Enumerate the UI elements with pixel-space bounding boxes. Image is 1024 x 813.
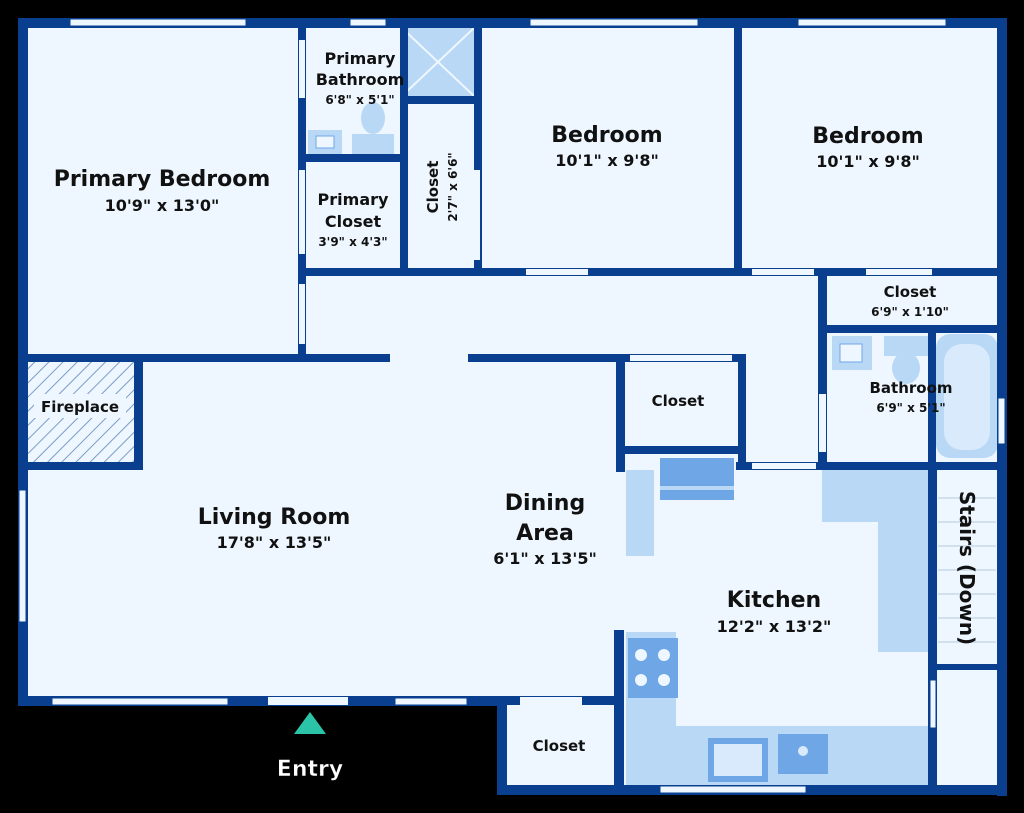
- room-fireplace: Fireplace: [34, 394, 126, 418]
- kitchen-counter-right: [822, 470, 930, 652]
- bath-toilet-bowl: [892, 352, 920, 384]
- room-kitchen: Kitchen 12'2" x 13'2": [717, 588, 832, 636]
- kitchen-counter-left: [626, 470, 654, 556]
- bath-toilet-tank: [884, 336, 928, 356]
- windows: [18, 18, 1006, 794]
- fixtures: [308, 27, 998, 785]
- toilet-bowl: [361, 102, 385, 134]
- room-entry-closet: Closet: [533, 737, 586, 755]
- room-living-room: Living Room 17'8" x 13'5": [198, 505, 351, 552]
- room-bathroom: Bathroom 6'9" x 5'1": [869, 379, 952, 415]
- fireplace-name: Fireplace: [41, 398, 119, 416]
- linen-closet-name: Closet: [884, 283, 937, 301]
- room-bedroom-1: Bedroom 10'1" x 9'8": [551, 123, 662, 170]
- room-bedroom-2: Bedroom 10'1" x 9'8": [812, 124, 923, 171]
- primary-closet-name-2: Closet: [325, 212, 382, 231]
- dining-area-name-1: Dining: [505, 491, 585, 516]
- center-closet-name: Closet: [652, 392, 705, 410]
- primary-closet-name-1: Primary: [318, 190, 389, 209]
- room-primary-closet: Primary Closet 3'9" x 4'3": [318, 190, 389, 249]
- room-linen-closet: Closet 6'9" x 1'10": [871, 283, 949, 319]
- hall-closet-dims: 2'7" x 6'6": [446, 152, 460, 221]
- room-center-closet: Closet: [652, 392, 705, 410]
- primary-bathroom-name-1: Primary: [325, 49, 396, 68]
- bathroom-name: Bathroom: [869, 379, 952, 397]
- room-primary-bathroom: Primary Bathroom 6'8" x 5'1": [316, 49, 405, 107]
- primary-bedroom-dims: 10'9" x 13'0": [105, 196, 220, 215]
- hall-closet-name: Closet: [424, 161, 442, 214]
- room-stairs: Stairs (Down): [955, 491, 979, 645]
- living-room-dims: 17'8" x 13'5": [217, 533, 332, 552]
- entry-marker: Entry: [277, 712, 343, 782]
- dining-area-dims: 6'1" x 13'5": [493, 549, 597, 568]
- room-dining-area: Dining Area 6'1" x 13'5": [493, 491, 597, 568]
- kitchen-name: Kitchen: [727, 588, 821, 613]
- bathroom-dims: 6'9" x 5'1": [876, 401, 945, 415]
- bedroom-2-dims: 10'1" x 9'8": [816, 152, 920, 171]
- primary-bedroom-name: Primary Bedroom: [54, 167, 271, 192]
- living-room-name: Living Room: [198, 505, 351, 530]
- primary-closet-dims: 3'9" x 4'3": [318, 235, 387, 249]
- refrigerator: [660, 458, 734, 500]
- bedroom-1-name: Bedroom: [551, 123, 662, 148]
- entry-closet-name: Closet: [533, 737, 586, 755]
- room-hall-closet: Closet 2'7" x 6'6": [424, 152, 460, 221]
- stairs-name: Stairs (Down): [955, 491, 979, 645]
- door-openings: [268, 40, 932, 705]
- entry-label: Entry: [277, 757, 343, 782]
- toilet-tank: [352, 134, 394, 154]
- primary-bathroom-dims: 6'8" x 5'1": [325, 93, 394, 107]
- bedroom-1-dims: 10'1" x 9'8": [555, 151, 659, 170]
- bedroom-2-name: Bedroom: [812, 124, 923, 149]
- dining-area-name-2: Area: [516, 521, 574, 546]
- entry-arrow-icon: [294, 712, 326, 734]
- room-primary-bedroom: Primary Bedroom 10'9" x 13'0": [54, 167, 271, 215]
- kitchen-dims: 12'2" x 13'2": [717, 617, 832, 636]
- stove: [628, 638, 678, 698]
- primary-bathroom-name-2: Bathroom: [316, 70, 405, 89]
- kitchen-counter-bottom: [626, 632, 930, 785]
- linen-closet-dims: 6'9" x 1'10": [871, 305, 949, 319]
